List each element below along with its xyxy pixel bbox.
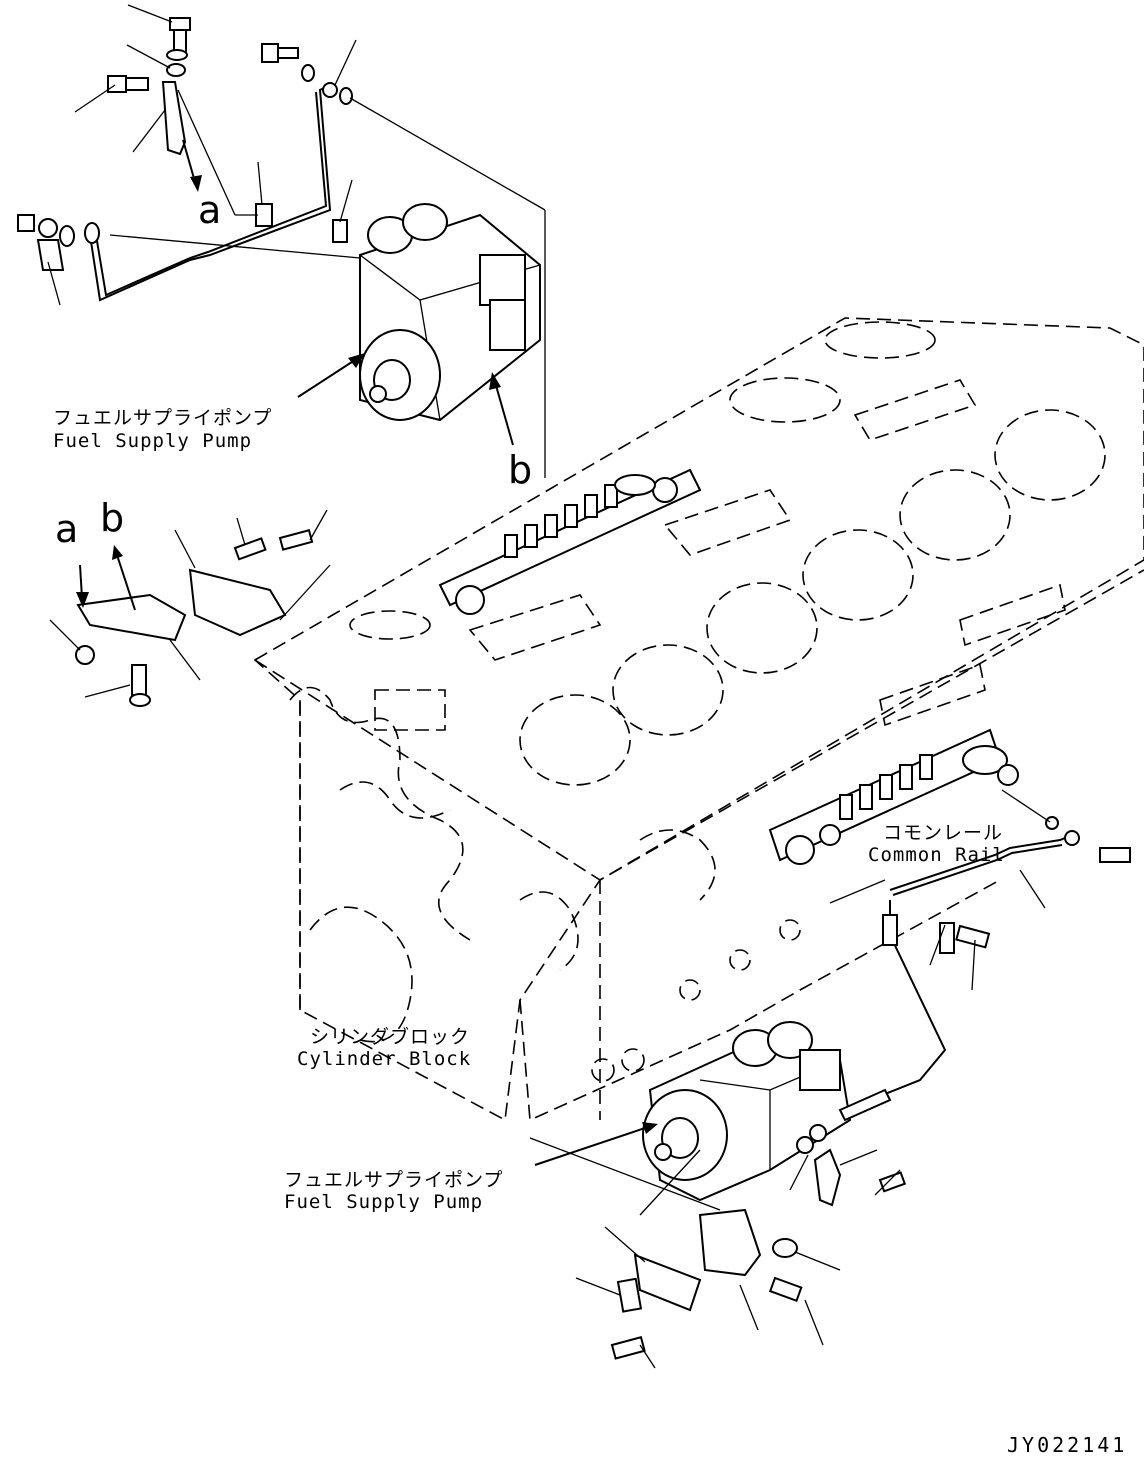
- hardware-bottom: [610, 847, 1131, 1360]
- drawing-code: JY022141: [1007, 1433, 1128, 1457]
- leader-lines: [47, 4, 1051, 1369]
- fuel-supply-pump-bottom: [642, 1021, 852, 1202]
- fuel-supply-pump-bottom-label-en: Fuel Supply Pump: [284, 1191, 484, 1213]
- common-rail-upper: [438, 468, 702, 615]
- fuel-supply-pump-bottom-label-jp: フュエルサプライポンプ: [284, 1169, 504, 1191]
- fuel-pipe-top: [84, 82, 338, 302]
- common-rail-label-en: Common Rail: [868, 844, 1005, 866]
- hardware-top: [17, 17, 353, 271]
- fuel-supply-pump-top-label-jp: フュエルサプライポンプ: [53, 407, 273, 429]
- fuel-pipe-bottom: [838, 816, 1080, 1122]
- callout-a-top: a: [198, 188, 223, 232]
- callout-b-bracket: b: [100, 496, 126, 540]
- callout-b-top: b: [508, 448, 534, 492]
- bracket-assembly: [75, 529, 314, 707]
- fuel-supply-pump-top-label-en: Fuel Supply Pump: [53, 430, 253, 452]
- callout-a-bracket: a: [55, 507, 80, 551]
- fuel-supply-pump-top: [359, 203, 541, 422]
- cylinder-block: [253, 317, 1144, 1122]
- cylinder-block-label-jp: シリンダブロック: [310, 1026, 471, 1048]
- common-rail-lower: [768, 728, 1019, 865]
- common-rail-label-jp: コモンレール: [883, 822, 1004, 844]
- arrows: [76, 139, 658, 1166]
- cylinder-block-label-en: Cylinder Block: [297, 1048, 472, 1070]
